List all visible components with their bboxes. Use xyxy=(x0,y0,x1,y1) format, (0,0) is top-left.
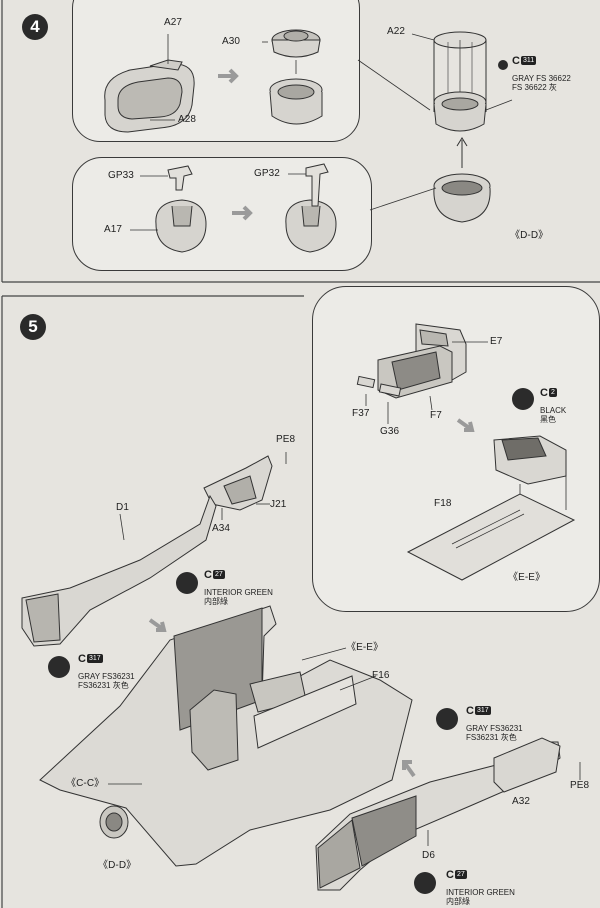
label-f37: F37 xyxy=(352,408,370,419)
part-f7-console xyxy=(377,345,453,399)
paint-number: 317 xyxy=(474,706,491,715)
paint-name: INTERIOR GREEN xyxy=(446,888,515,897)
part-d1-sidewall xyxy=(21,494,217,647)
paint-name-cn: 内部綠 xyxy=(446,897,470,906)
label-gp32: GP32 xyxy=(254,168,280,179)
part-a32 xyxy=(493,737,561,793)
label-f7: F7 xyxy=(430,410,442,421)
label-a34: A34 xyxy=(212,523,231,534)
label-view-ee: 《E-E》 xyxy=(346,642,384,653)
paint-code: C xyxy=(466,705,474,717)
paint-code: C xyxy=(204,569,212,581)
paint-brush-icon xyxy=(176,572,198,594)
label-a17: A17 xyxy=(104,224,123,235)
part-j21-a34 xyxy=(203,455,273,511)
paint-name-cn: 黑色 xyxy=(540,415,556,424)
paint-number: 27 xyxy=(212,570,225,579)
part-a22-cylinder xyxy=(433,31,487,112)
part-a27-a28 xyxy=(104,59,195,133)
paint-number: 2 xyxy=(548,388,557,397)
label-e7: E7 xyxy=(490,336,503,347)
paint-name-cn: 内部綠 xyxy=(204,597,228,606)
label-pe8-top: PE8 xyxy=(276,434,296,445)
part-fuselage-left xyxy=(39,605,413,867)
paint-brush-icon xyxy=(414,872,436,894)
label-j21: J21 xyxy=(270,499,287,510)
label-d6: D6 xyxy=(422,850,435,861)
paint-number: 317 xyxy=(86,654,103,663)
paint-brush-icon xyxy=(436,708,458,730)
paint-code: C xyxy=(540,387,548,399)
paint-name: BLACK xyxy=(540,406,567,415)
label-view-cc: 《C-C》 xyxy=(66,778,105,789)
paint-name: GRAY FS 36622 xyxy=(512,74,571,83)
part-gp32-assembled xyxy=(285,163,337,253)
paint-name: GRAY FS36231 xyxy=(78,672,135,681)
paint-name-cn: FS36231 灰色 xyxy=(78,681,129,690)
label-d1: D1 xyxy=(116,502,129,513)
part-e7-assembled xyxy=(493,435,567,485)
label-view-dd-inset: 《D-D》 xyxy=(510,230,549,241)
paint-code: C xyxy=(512,55,520,67)
paint-name-cn: FS 36622 灰 xyxy=(512,83,557,92)
label-g36: G36 xyxy=(380,426,400,437)
part-a22-base xyxy=(433,91,487,132)
step4-drawing xyxy=(104,29,513,253)
label-f16: F16 xyxy=(372,670,390,681)
step5-number: 5 xyxy=(20,314,46,340)
part-f37-g36-strips xyxy=(356,375,402,397)
label-gp33: GP33 xyxy=(108,170,134,181)
paint-number: 27 xyxy=(454,870,467,879)
part-dd-housing xyxy=(433,173,491,223)
label-f18: F18 xyxy=(434,498,452,509)
paint-name-cn: FS36231 灰色 xyxy=(466,733,517,742)
part-ring-assembled xyxy=(269,78,323,125)
label-view-ee-inset: 《E-E》 xyxy=(508,572,546,583)
part-f18-floor xyxy=(406,493,576,581)
label-a28: A28 xyxy=(178,114,197,125)
paint-brush-icon xyxy=(498,60,508,70)
label-a32: A32 xyxy=(512,796,531,807)
part-a17 xyxy=(155,199,207,253)
part-dd-nose-gear xyxy=(99,805,129,839)
paint-code: C xyxy=(78,653,86,665)
paint-brush-icon xyxy=(512,388,534,410)
label-view-dd: 《D-D》 xyxy=(98,860,137,871)
step4-frame xyxy=(1,0,600,283)
paint-brush-icon xyxy=(48,656,70,678)
label-a22: A22 xyxy=(387,26,406,37)
paint-number: 311 xyxy=(520,56,537,65)
paint-code: C xyxy=(446,869,454,881)
part-a30 xyxy=(271,29,321,58)
paint-name: GRAY FS36231 xyxy=(466,724,523,733)
step4-number: 4 xyxy=(22,14,48,40)
paint-name: INTERIOR GREEN xyxy=(204,588,273,597)
label-a30: A30 xyxy=(222,36,241,47)
label-a27: A27 xyxy=(164,17,183,28)
part-gp33 xyxy=(167,165,193,191)
part-f16-floor-panel xyxy=(253,675,357,749)
label-pe8-right: PE8 xyxy=(570,780,590,791)
